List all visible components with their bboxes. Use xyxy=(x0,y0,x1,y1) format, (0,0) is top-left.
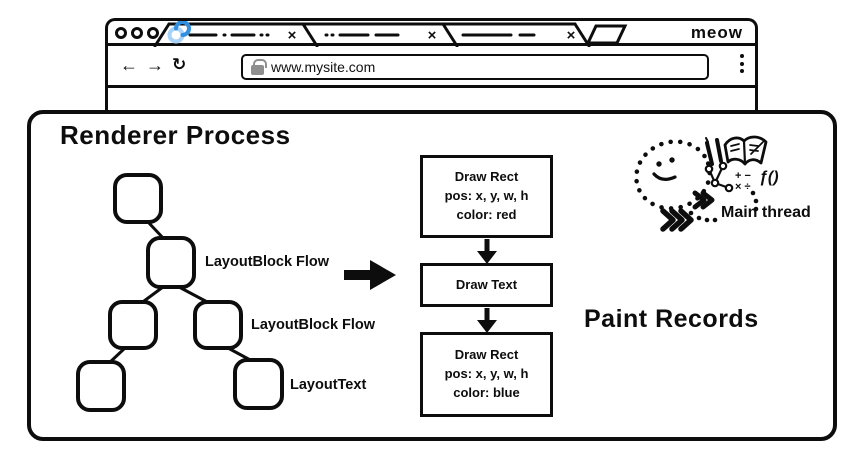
menu-button[interactable] xyxy=(740,54,744,73)
paint-record-line: Draw Text xyxy=(455,276,518,292)
window-control-dot[interactable] xyxy=(147,27,159,39)
back-button[interactable]: ← xyxy=(120,55,138,75)
paint-record-draw-rect-red: Draw Rect pos: x, y, w, h color: red xyxy=(420,155,553,238)
tab-1[interactable] xyxy=(153,22,171,47)
lock-icon xyxy=(251,58,267,75)
paint-record-line: Draw Rect xyxy=(454,169,519,185)
window-control-dot[interactable] xyxy=(115,27,127,39)
window-body xyxy=(108,88,755,107)
paint-records-heading: Paint Records xyxy=(584,305,759,333)
blob-outline xyxy=(634,139,712,211)
dotted-trail xyxy=(688,190,759,223)
main-thread-character: + − × ÷ ƒ() xyxy=(634,135,779,232)
open-book-icon xyxy=(723,135,768,166)
panel-title: Renderer Process xyxy=(60,120,291,150)
down-arrow-icon xyxy=(477,308,497,333)
smiley-face-icon xyxy=(652,157,677,181)
tab-close-icon[interactable]: × xyxy=(288,27,297,44)
tree-node-layoutblock-flow xyxy=(193,300,243,350)
layout-tree-drawing xyxy=(76,173,284,412)
main-thread-label: Main thread xyxy=(721,204,811,221)
tab-3[interactable] xyxy=(441,22,459,47)
toolbar: ← → ↻ www.mysite.com xyxy=(108,46,755,88)
right-arrow-icon xyxy=(344,260,396,290)
math-symbols-icon: + − × ÷ xyxy=(735,170,751,193)
tab-close-icon[interactable]: × xyxy=(567,27,576,44)
svg-text:× ÷: × ÷ xyxy=(735,181,751,193)
tab-close-icon[interactable]: × xyxy=(428,27,437,44)
function-symbol-icon: ƒ() xyxy=(759,169,779,186)
paint-record-line: pos: x, y, w, h xyxy=(444,188,529,204)
svg-text:+ −: + − xyxy=(735,170,751,182)
reload-button[interactable]: ↻ xyxy=(172,55,187,74)
paint-record-draw-rect-blue: Draw Rect pos: x, y, w, h color: blue xyxy=(420,332,553,417)
tree-node xyxy=(76,360,126,412)
tree-node-root xyxy=(113,173,163,224)
tabs-drawing: × × × xyxy=(153,21,628,47)
chevron-trail-icon xyxy=(660,190,715,232)
dom-tree-icon xyxy=(704,161,734,193)
window-control-dot[interactable] xyxy=(131,27,143,39)
browser-window: × × × meow ← → ↻ www.mysite.com xyxy=(105,18,758,113)
paint-record-line: color: red xyxy=(456,206,517,222)
paint-record-draw-text: Draw Text xyxy=(420,263,553,307)
paint-record-line: Draw Rect xyxy=(454,347,519,363)
tree-node-layouttext xyxy=(233,358,284,410)
paint-record-line: pos: x, y, w, h xyxy=(444,366,529,382)
pencils-icon xyxy=(705,137,723,166)
browser-brand: meow xyxy=(690,23,743,42)
window-controls xyxy=(115,27,159,39)
down-arrow-icon xyxy=(477,239,497,264)
loading-spinner-icon xyxy=(167,21,191,44)
url-text[interactable]: www.mysite.com xyxy=(271,59,376,75)
tree-label-layoutblock-flow: LayoutBlock Flow xyxy=(205,254,330,270)
address-bar[interactable]: www.mysite.com xyxy=(241,54,709,80)
tree-label-layouttext: LayoutText xyxy=(290,377,367,393)
paint-record-line: color: blue xyxy=(453,384,520,400)
tree-label-layoutblock-flow: LayoutBlock Flow xyxy=(251,317,376,333)
forward-button[interactable]: → xyxy=(146,55,164,75)
tab-strip: × × × meow xyxy=(108,21,755,47)
tree-node-layoutblock-flow xyxy=(146,236,196,289)
tree-node xyxy=(108,300,158,350)
new-tab-button[interactable] xyxy=(585,24,628,45)
tab-2[interactable] xyxy=(301,22,319,47)
